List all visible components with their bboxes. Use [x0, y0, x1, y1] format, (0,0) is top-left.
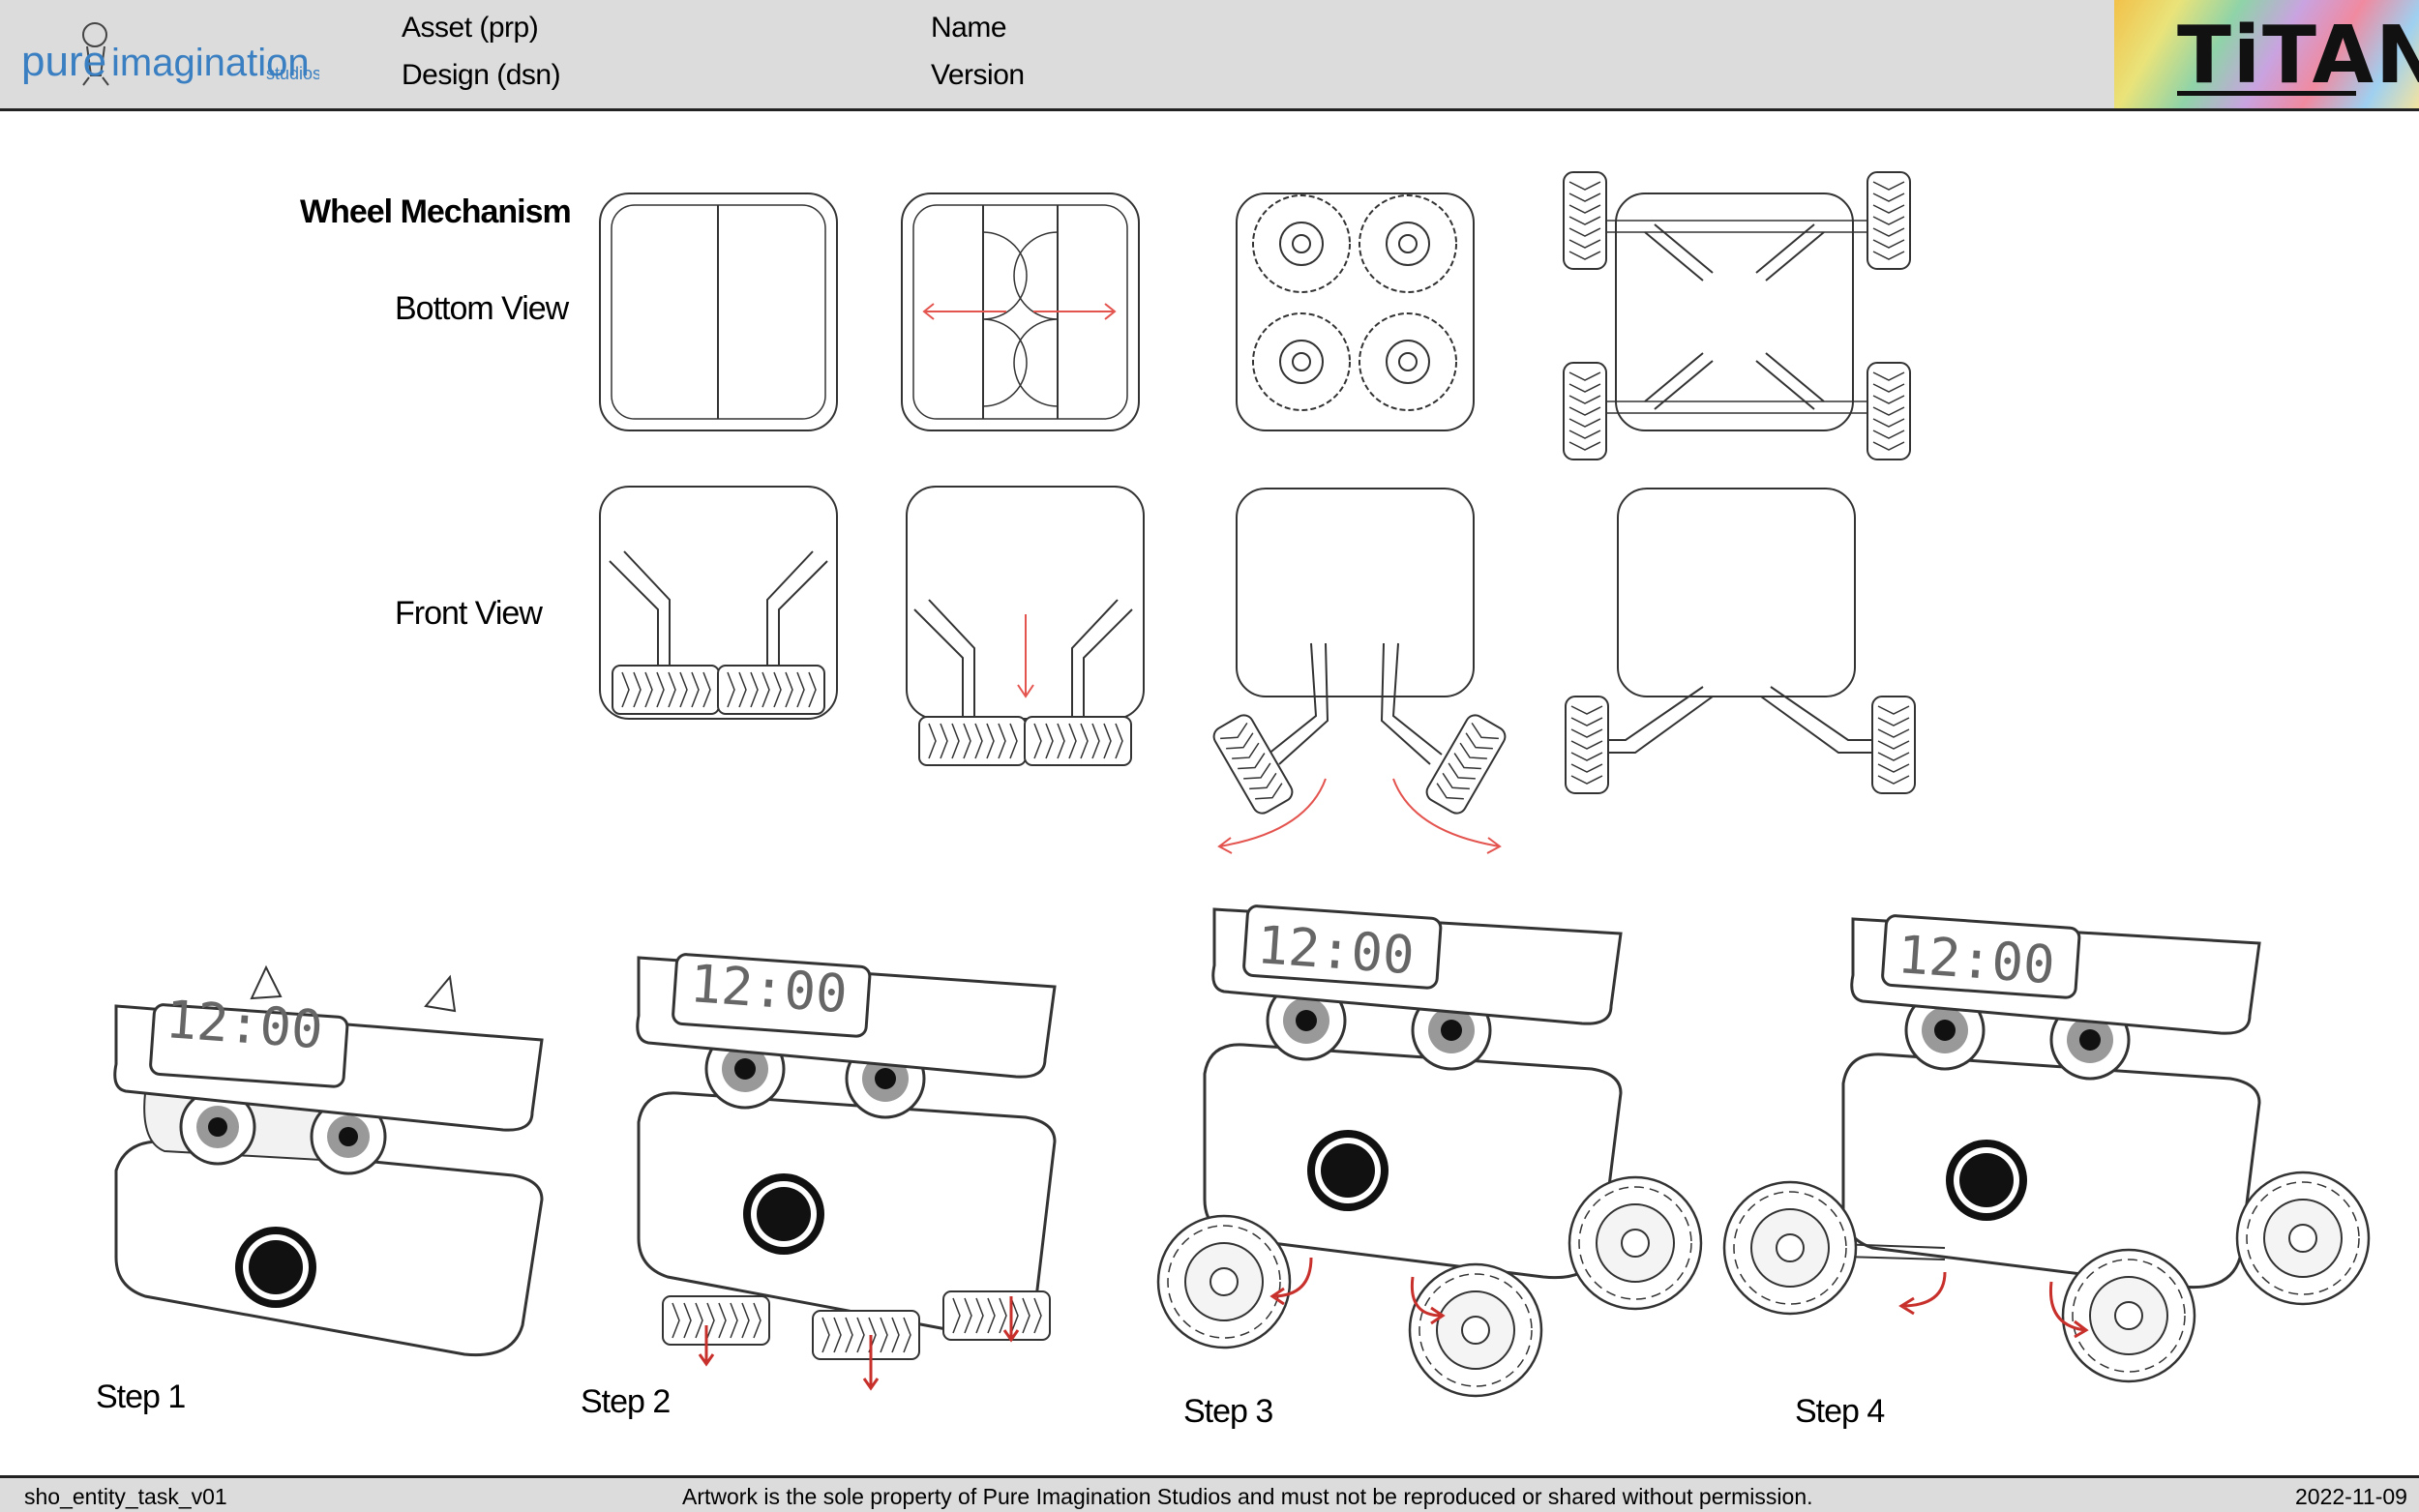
step-4-label: Step 4 — [1795, 1393, 1885, 1430]
brand-title: TiTAN — [2177, 10, 2419, 102]
header-bar: pure imagination studios Asset (prp) Des… — [0, 0, 2419, 111]
owl-logo-icon: pure imagination studios — [21, 22, 321, 86]
step-3-label: Step 3 — [1183, 1393, 1273, 1430]
front-view-panel-1 — [599, 486, 838, 720]
footer-bar: sho_entity_task_v01 Artwork is the sole … — [0, 1475, 2419, 1512]
bottom-view-panel-2 — [901, 193, 1140, 431]
logo-word-pure: pure — [21, 38, 106, 85]
step-2-label: Step 2 — [581, 1383, 671, 1420]
robot-step-2 — [636, 953, 1057, 1391]
footer-copyright-notice: Artwork is the sole property of Pure Ima… — [682, 1484, 1813, 1509]
front-view-panel-4 — [1565, 488, 1916, 794]
front-view-label: Front View — [395, 595, 543, 632]
asset-label: Asset (prp) — [402, 12, 539, 44]
version-label: Version — [931, 59, 1025, 91]
bottom-view-panel-3 — [1236, 193, 1475, 431]
brand-underline — [2177, 91, 2356, 96]
clock-display-2: 12:00 — [688, 953, 850, 1024]
mechanism-drawings: 12:00 12:00 12:00 — [113, 171, 2371, 1398]
bottom-view-panel-1 — [599, 193, 838, 431]
wheel-mechanism-title: Wheel Mechanism — [300, 193, 572, 230]
front-view-panel-2 — [906, 486, 1145, 766]
robot-step-4 — [1722, 914, 2371, 1383]
clock-display-4: 12:00 — [1896, 924, 2057, 995]
clock-display-1: 12:00 — [164, 989, 325, 1060]
robot-step-1 — [113, 964, 544, 1357]
logo-word-imagination: imagination — [111, 42, 310, 84]
step-1-label: Step 1 — [96, 1379, 186, 1415]
titan-brand-badge: TiTAN — [2114, 0, 2419, 108]
footer-date: 2022-11-09 — [2295, 1484, 2407, 1509]
name-label: Name — [931, 12, 1007, 44]
logo-word-studios: studios — [266, 64, 319, 83]
studio-logo: pure imagination studios — [19, 17, 321, 95]
front-view-panel-3 — [1209, 488, 1510, 854]
clock-display-3: 12:00 — [1255, 914, 1417, 986]
design-label: Design (dsn) — [402, 59, 561, 91]
bottom-view-label: Bottom View — [395, 290, 569, 327]
footer-task-name: sho_entity_task_v01 — [24, 1484, 227, 1509]
robot-step-3 — [1156, 904, 1703, 1398]
bottom-view-panel-4 — [1563, 171, 1911, 460]
